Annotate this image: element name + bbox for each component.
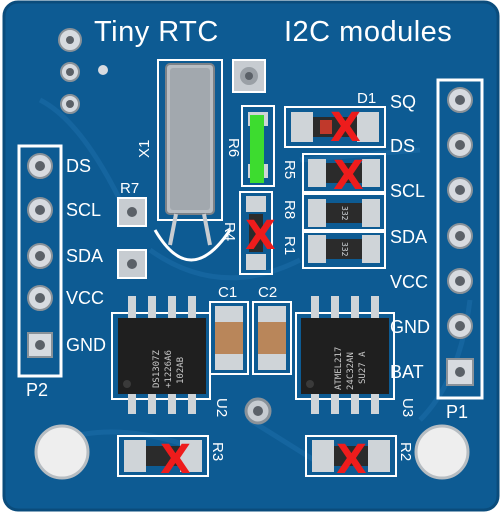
- ref-c1: C1: [218, 284, 238, 301]
- p2-pin-label: SCL: [66, 200, 102, 220]
- u2-marking-line2: +1226A6: [164, 350, 174, 388]
- u2-marking-line1: DS1307Z: [152, 350, 162, 388]
- crystal-arc: [153, 229, 232, 262]
- ref-r4: R4: [221, 222, 238, 242]
- r1-smd-code: 332: [340, 242, 349, 257]
- p1-pin-label: BAT: [390, 362, 424, 382]
- p1-pin-label: SDA: [390, 227, 428, 247]
- p2-header-label: P2: [26, 380, 49, 400]
- p2-pin-label: GND: [66, 335, 106, 355]
- p1-header-outline: [436, 78, 484, 400]
- ref-u2: U2: [213, 398, 230, 418]
- ref-d1: D1: [357, 90, 377, 107]
- r5-outline: [302, 153, 386, 193]
- ref-r3: R3: [209, 442, 226, 462]
- p1-pin-label: GND: [390, 317, 430, 337]
- p1-pads: [446, 87, 474, 386]
- r4-outline: [239, 191, 273, 275]
- green-highlight-bar: [250, 115, 264, 183]
- cross-mark-r5: X: [333, 153, 364, 199]
- u3-chip: [295, 296, 395, 414]
- p1-pin-label: SQ: [390, 92, 417, 112]
- r8-smd-code: 332: [340, 206, 349, 221]
- u2-chip: [111, 296, 211, 414]
- board-title-left: Tiny RTC: [94, 16, 219, 48]
- p2-pin-label: SDA: [66, 246, 104, 266]
- p1-pin-label: VCC: [390, 272, 429, 292]
- top-left-pads: [58, 28, 108, 114]
- r1-outline: [302, 229, 386, 269]
- c2-outline: [252, 301, 292, 375]
- u3-marking-line3: SU27 A: [358, 351, 368, 384]
- ref-r2: R2: [397, 442, 414, 462]
- ref-x1: X1: [136, 139, 153, 158]
- p1-header-label: P1: [446, 402, 469, 422]
- ref-c2: C2: [258, 284, 278, 301]
- crystal-leads: [168, 213, 212, 246]
- cross-mark-r4: X: [245, 213, 276, 259]
- r2-outline: [305, 435, 397, 477]
- p1-pin-label: SCL: [390, 181, 426, 201]
- p1-pin-label: DS: [390, 136, 416, 156]
- r3-outline: [117, 435, 209, 477]
- crystal-outline: [157, 59, 223, 221]
- d1-outline: [284, 106, 386, 148]
- ref-u3: U3: [399, 398, 416, 418]
- ref-r7: R7: [120, 180, 140, 197]
- r8-outline: [302, 193, 386, 233]
- p2-pin-label: DS: [66, 156, 92, 176]
- ref-r5: R5: [281, 160, 298, 180]
- u2-marking-line3: 102AB: [176, 356, 186, 384]
- p2-pads: [27, 153, 53, 358]
- cross-mark-r2: X: [336, 437, 367, 483]
- u3-marking-line2: 24C32AN: [346, 352, 356, 390]
- board-title-right: I2C modules: [284, 16, 453, 48]
- mounting-hole-left: [34, 424, 90, 480]
- cross-mark-r3: X: [160, 437, 191, 483]
- ref-r8: R8: [281, 200, 298, 220]
- ref-r1: R1: [281, 236, 298, 256]
- mounting-hole-right: [414, 424, 470, 480]
- p2-pin-label: VCC: [66, 288, 105, 308]
- u3-marking-line1: ATMEL217: [334, 346, 344, 390]
- p2-header-outline: [17, 144, 63, 378]
- ref-r6: R6: [225, 138, 242, 158]
- r6-outline: [241, 105, 275, 187]
- cross-mark-d1: X: [330, 105, 361, 151]
